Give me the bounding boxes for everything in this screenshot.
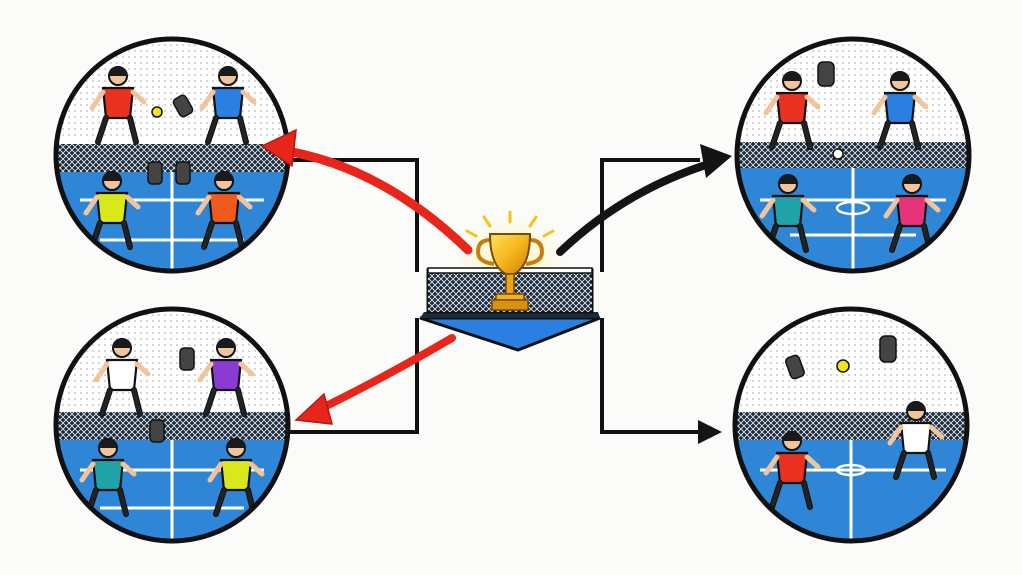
arrow-bracket-to-bottom-right [698,420,722,444]
arrow-center-to-bottom-left [294,334,456,425]
bracket-right-bottom-connector [600,318,700,434]
bracket-right-top-connector [600,158,700,272]
match-panel-bottom-right [732,306,970,544]
match-panel-top-right [734,36,972,274]
bracket-left-bottom-connector [270,318,419,434]
arrow-center-to-top-left [260,128,473,255]
match-panel-bottom-left [53,306,291,544]
panel-frame [53,306,291,544]
trophy-on-net-icon [419,210,601,352]
panel-frame [732,306,970,544]
match-panel-top-left [53,36,291,274]
arrow-center-to-top-right [556,144,732,256]
panel-frame [734,36,972,274]
